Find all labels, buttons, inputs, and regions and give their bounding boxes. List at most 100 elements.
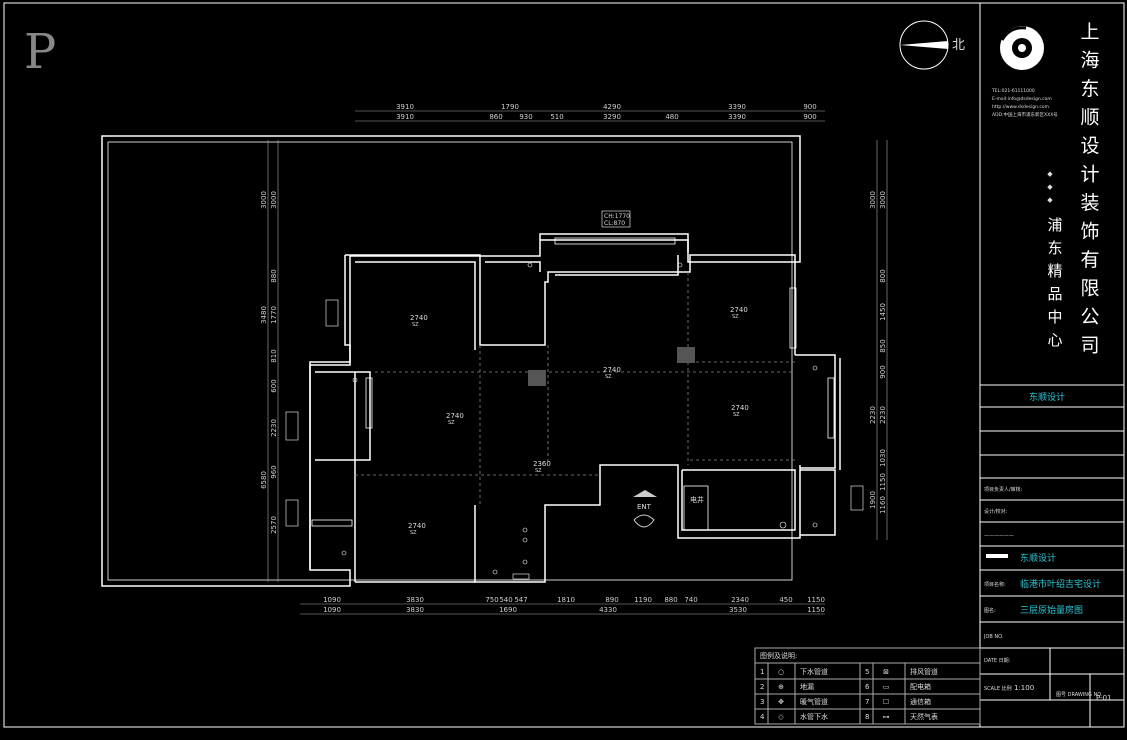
dimension-label: 850 xyxy=(879,339,887,352)
project-name: 临港市叶绍吉宅设计 xyxy=(1020,578,1101,590)
legend-symbol-icon: ⊠ xyxy=(883,668,889,676)
legend-symbol-icon: ○ xyxy=(778,668,784,676)
company-name-char: 海 xyxy=(1080,50,1099,72)
dimension-label: 4330 xyxy=(599,606,617,614)
branch-char: 东 xyxy=(1047,239,1062,257)
company-name-char: 装 xyxy=(1080,192,1099,214)
dimension-label: 890 xyxy=(605,596,618,604)
dimension-label: 3480 xyxy=(260,306,268,324)
company-name-char: 计 xyxy=(1080,164,1099,186)
shaft xyxy=(683,485,709,531)
legend-item-label: 暖气管道 xyxy=(800,697,828,706)
svg-text:项目负责人/审核:: 项目负责人/审核: xyxy=(984,486,1023,493)
dimension-label: 1150 xyxy=(807,596,825,604)
svg-text:DATE 日期:: DATE 日期: xyxy=(984,658,1011,664)
dimension-label: 1810 xyxy=(557,596,575,604)
shaft-label: 电井 xyxy=(690,495,704,504)
column xyxy=(528,370,546,386)
dimension-label: 960 xyxy=(270,465,278,478)
company-name-char: 有 xyxy=(1080,249,1099,271)
dimension-label: 1190 xyxy=(634,596,652,604)
dimension-label: 1150 xyxy=(879,473,887,491)
site-boundary xyxy=(101,135,801,587)
title-block: TEL:021-61111000E-mail:info@dsdesign.com… xyxy=(980,21,1124,727)
svg-text:图号 DRAWING NO.: 图号 DRAWING NO. xyxy=(1056,692,1103,698)
dimension-label: 1090 xyxy=(323,596,341,604)
company-logo xyxy=(1000,26,1044,70)
dimension-label: 930 xyxy=(519,113,532,121)
svg-text:图名:: 图名: xyxy=(984,607,996,614)
dimension-label: 1030 xyxy=(879,449,887,467)
dimension-label: 880 xyxy=(664,596,677,604)
dimension-label: 3830 xyxy=(406,596,424,604)
svg-text:——————: —————— xyxy=(984,533,1014,539)
dimension-label: 450 xyxy=(779,596,792,604)
drawing-frame xyxy=(3,2,1125,728)
company-name-char: 公 xyxy=(1080,306,1099,328)
company-contact: TEL:021-61111000E-mail:info@dsdesign.com… xyxy=(991,88,1058,118)
svg-text:项目名称:: 项目名称: xyxy=(984,581,1006,588)
svg-text:CH:1770: CH:1770 xyxy=(604,213,630,220)
dimension-label: 3530 xyxy=(729,606,747,614)
company-name-char: 司 xyxy=(1080,335,1099,357)
contact-line: ADD:中国上海市浦东新区XXX号 xyxy=(992,111,1058,118)
company-name-char: 上 xyxy=(1080,21,1099,43)
north-arrow: 北 xyxy=(899,20,965,70)
legend-item-label: 地漏 xyxy=(800,682,814,691)
room-height: 2740 xyxy=(730,306,748,314)
wall-tags xyxy=(285,299,864,527)
site-boundary-inner xyxy=(107,141,793,581)
legend-item-no: 5 xyxy=(865,668,869,676)
legend-title: 图例及说明: xyxy=(760,651,797,660)
dimension-label: 510 xyxy=(550,113,563,121)
dimension-label: 750 xyxy=(485,596,498,604)
svg-text:SZ: SZ xyxy=(733,412,740,418)
dimension-label: 1790 xyxy=(501,103,519,111)
company-name-char: 设 xyxy=(1080,135,1099,157)
dimension-label: 1160 xyxy=(879,496,887,514)
dimension-label: 810 xyxy=(270,349,278,362)
dimension-label: 4290 xyxy=(603,103,621,111)
svg-text:JOB NO.: JOB NO. xyxy=(983,634,1004,640)
room-height: 2740 xyxy=(410,314,428,322)
legend-item-label: 水管下水 xyxy=(800,712,828,721)
dimension-label: 2570 xyxy=(270,516,278,534)
dimension-label: 3000 xyxy=(270,191,278,209)
room-height: 2740 xyxy=(731,404,749,412)
legend-item-label: 下水管道 xyxy=(800,667,828,676)
dimension-label: 1770 xyxy=(270,306,278,324)
dimension-label: 1450 xyxy=(879,303,887,321)
legend-symbol-icon: ⊶ xyxy=(883,713,890,721)
scale: 1:100 xyxy=(1014,684,1034,692)
dimension-label: 1150 xyxy=(807,606,825,614)
dimension-label: 1900 xyxy=(869,491,877,509)
walls xyxy=(309,239,841,583)
dimension-label: 740 xyxy=(684,596,697,604)
legend-item-no: 8 xyxy=(865,713,869,721)
fixtures xyxy=(341,262,818,580)
dimension-label: 3000 xyxy=(869,191,877,209)
svg-text:CL:870: CL:870 xyxy=(604,220,625,227)
brand-label: 东顺设计 xyxy=(1020,552,1056,564)
room-height: 2740 xyxy=(408,522,426,530)
svg-text:SZ: SZ xyxy=(605,374,612,380)
room-height: 2740 xyxy=(446,412,464,420)
dimension-label: 2230 xyxy=(879,406,887,424)
legend-item-no: 1 xyxy=(760,668,764,676)
window-note: CH:1770 CL:870 xyxy=(601,210,631,228)
separator-dots: ◆◆◆ xyxy=(1047,170,1053,204)
dimension-label: 2230 xyxy=(270,419,278,437)
room-height: 2740 xyxy=(603,366,621,374)
company-name-char: 顺 xyxy=(1080,107,1099,129)
windows xyxy=(311,237,835,527)
svg-text:SZ: SZ xyxy=(535,468,542,474)
dimension-label: 480 xyxy=(665,113,678,121)
legend-item-no: 7 xyxy=(865,698,869,706)
dimension-label: 547 xyxy=(514,596,527,604)
dimension-label: 3910 xyxy=(396,103,414,111)
dimension-label: 1690 xyxy=(499,606,517,614)
legend-item-no: 3 xyxy=(760,698,764,706)
